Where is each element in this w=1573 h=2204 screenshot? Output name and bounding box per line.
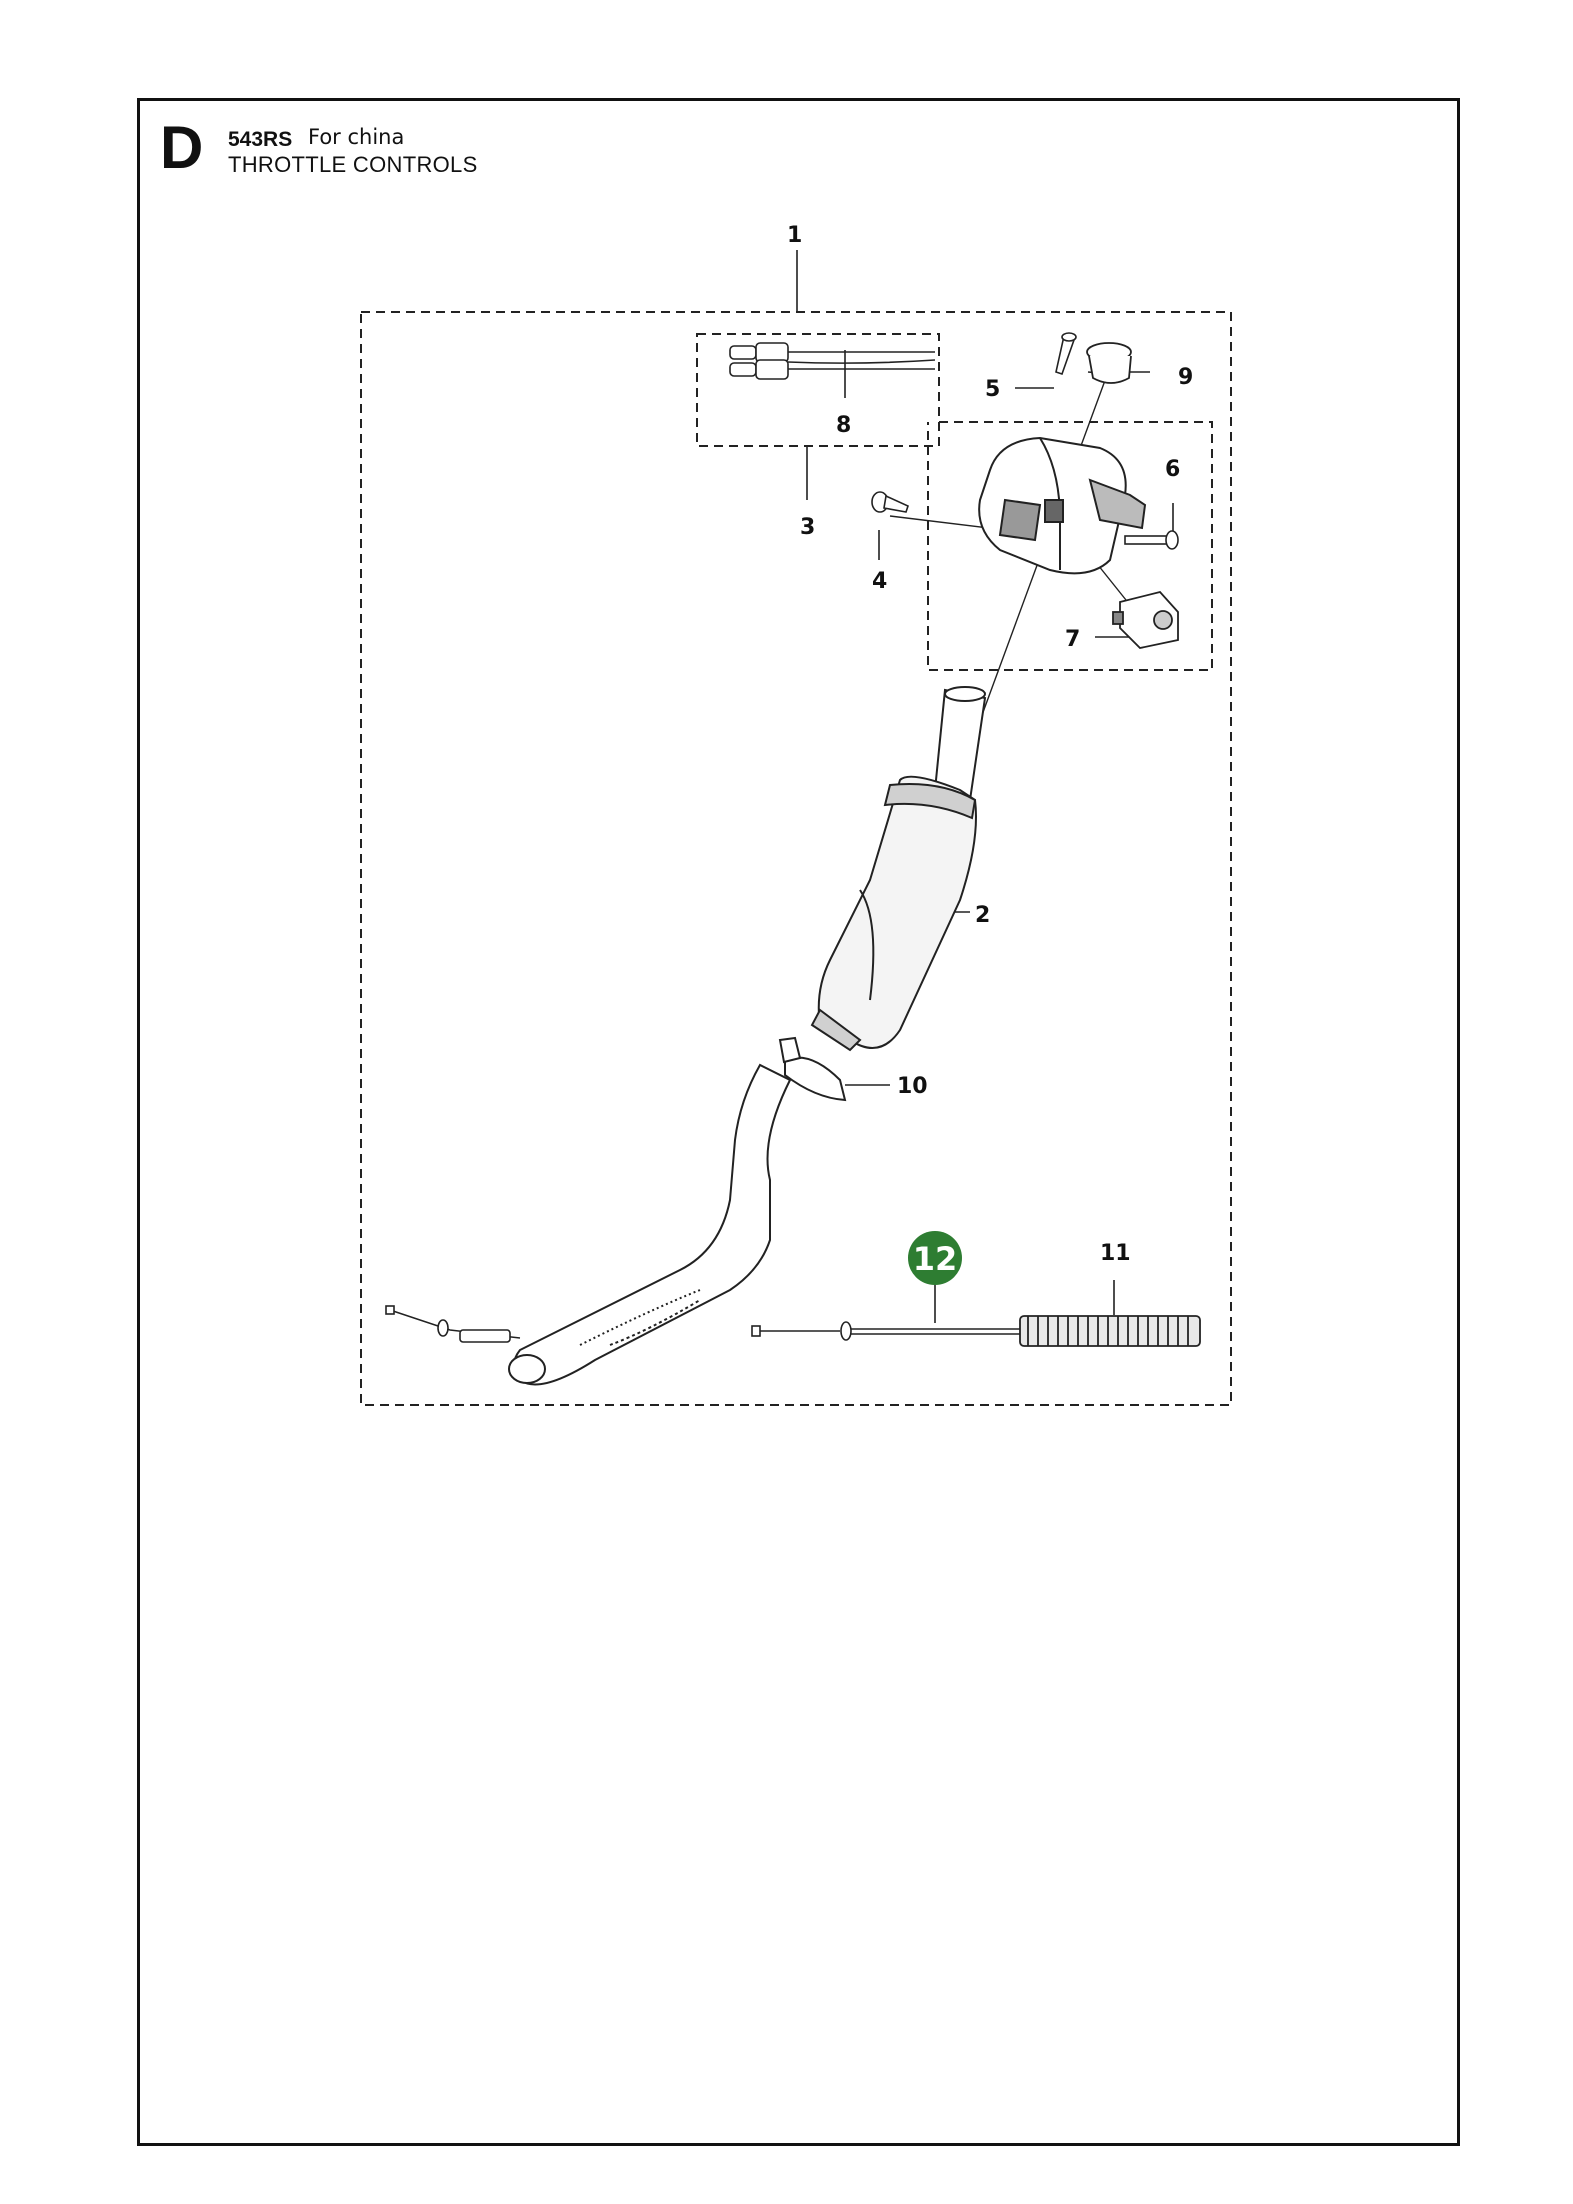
assembly-boundary-throttle [927, 421, 1213, 671]
callout-2: 2 [975, 903, 990, 928]
assembly-boundary-3 [696, 333, 940, 447]
wire-connector-part [729, 342, 936, 380]
callout-12: 12 [913, 1240, 958, 1278]
callout-5: 5 [985, 377, 1000, 402]
installed-throttle-cable [385, 1289, 701, 1346]
callout-11: 11 [1100, 1241, 1131, 1266]
stop-switch-part-7 [1112, 590, 1179, 649]
market-label: For china [308, 125, 405, 149]
section-letter: D [160, 114, 204, 181]
screw-part-5 [1055, 332, 1077, 376]
spring-part-11 [1019, 1315, 1201, 1347]
screw-part-4 [871, 491, 909, 513]
callout-10: 10 [897, 1074, 928, 1099]
callout-8: 8 [836, 413, 851, 438]
model-number: 543RS [228, 128, 293, 151]
clamp-part-10 [778, 1036, 847, 1102]
highlight-bubble [908, 1231, 962, 1285]
page-frame [137, 98, 1460, 2146]
callout-7: 7 [1065, 627, 1080, 652]
callout-6: 6 [1165, 457, 1180, 482]
callout-1: 1 [787, 223, 802, 248]
callout-9: 9 [1178, 365, 1193, 390]
throttle-housing [978, 436, 1147, 575]
throttle-cable-part-12 [751, 1321, 1020, 1341]
callout-3: 3 [800, 515, 815, 540]
diagram-title: THROTTLE CONTROLS [228, 152, 478, 177]
handle-tube [508, 1063, 792, 1386]
handle-grip-part-2 [810, 686, 987, 1052]
screw-part-6 [1124, 530, 1179, 550]
callout-4: 4 [872, 569, 887, 594]
cap-part-9 [1086, 342, 1132, 384]
assembly-boundary-1 [360, 311, 1232, 1406]
